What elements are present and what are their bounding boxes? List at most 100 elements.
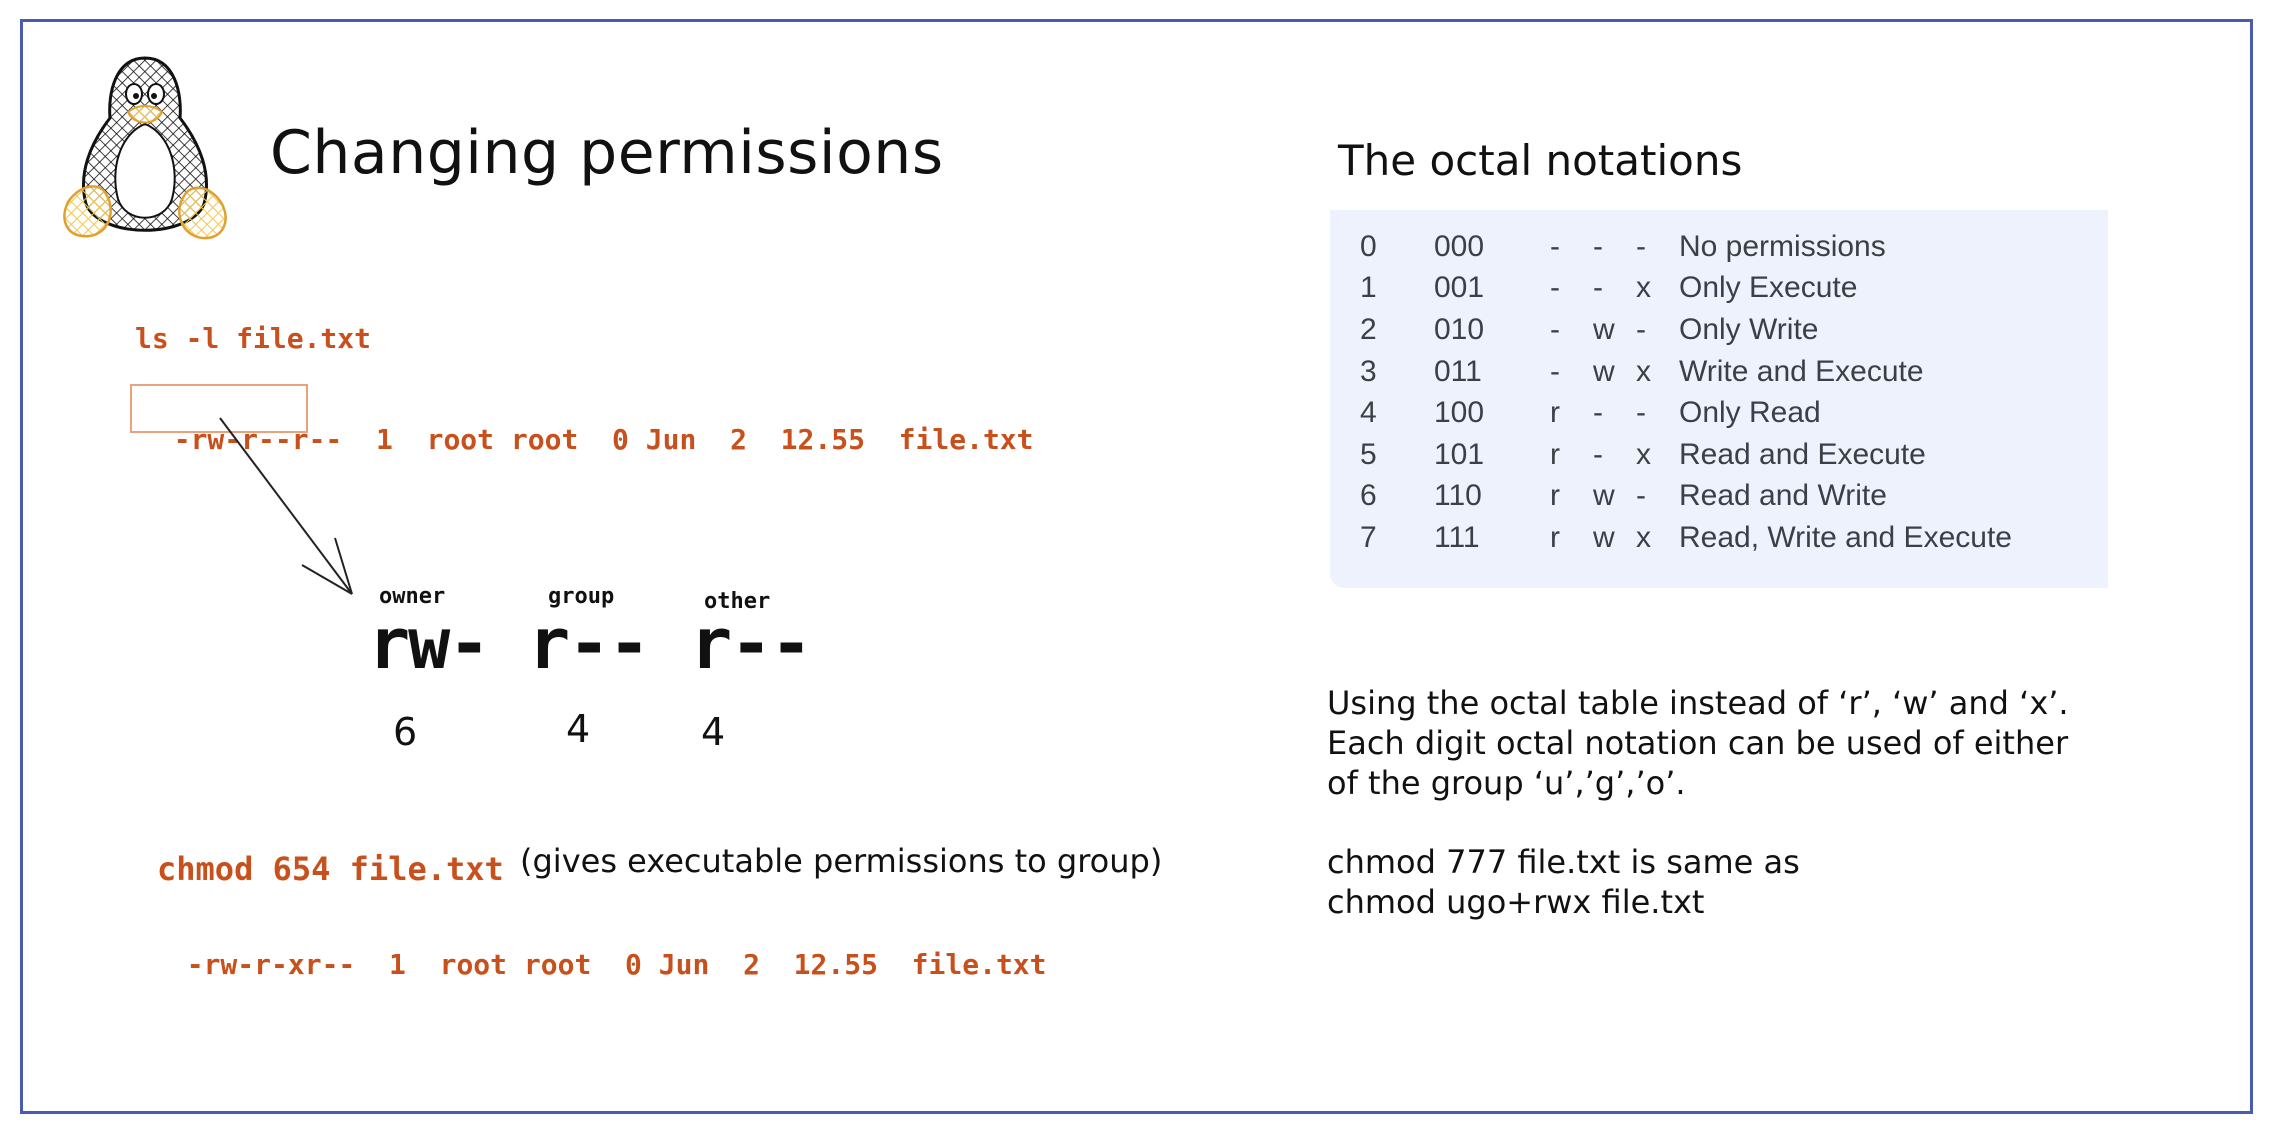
file-listing: -rw-r--r-- 1 root root 0 Jun 2 12.55 fil… xyxy=(140,390,1034,456)
other-permissions: r-- xyxy=(690,603,812,685)
octal-binary: 110 xyxy=(1434,479,1482,513)
equiv-line: chmod 777 file.txt is same as xyxy=(1327,843,1800,881)
listing-after-links: 1 xyxy=(389,948,406,981)
octal-digit: 4 xyxy=(1360,396,1377,430)
listing-after-group: root xyxy=(523,948,592,981)
perm-r: r xyxy=(1550,396,1560,430)
perm-w: w xyxy=(1593,479,1615,513)
other-label: other xyxy=(704,589,771,614)
perm-w: - xyxy=(1593,229,1603,263)
octal-binary: 100 xyxy=(1434,396,1485,430)
listing-after-owner: root xyxy=(439,948,508,981)
octal-title: The octal notations xyxy=(1338,136,1743,185)
note-line: Using the octal table instead of ‘r’, ‘w… xyxy=(1327,684,2069,722)
octal-binary: 111 xyxy=(1434,520,1480,554)
octal-binary: 101 xyxy=(1434,437,1485,471)
group-digit: 4 xyxy=(566,707,591,751)
octal-description: Read and Execute xyxy=(1679,437,1926,471)
octal-description: Write and Execute xyxy=(1679,354,1924,388)
listing-after-file: file.txt xyxy=(911,948,1047,981)
perm-x: x xyxy=(1636,271,1651,305)
listing-perms: -rw-r--r-- xyxy=(173,423,343,456)
perm-r: r xyxy=(1550,520,1560,554)
perm-r: r xyxy=(1550,437,1560,471)
perm-r: - xyxy=(1550,312,1560,346)
octal-note: Using the octal table instead of ‘r’, ‘w… xyxy=(1327,683,2069,803)
listing-links: 1 xyxy=(376,423,393,456)
octal-description: Read, Write and Execute xyxy=(1679,520,2012,554)
octal-binary: 011 xyxy=(1434,354,1482,388)
listing-month: Jun xyxy=(645,423,697,456)
owner-label: owner xyxy=(379,584,446,609)
perm-w: - xyxy=(1593,437,1603,471)
group-label: group xyxy=(548,584,615,609)
ls-command: ls -l file.txt xyxy=(135,322,372,355)
perm-x: - xyxy=(1636,229,1646,263)
perm-r: - xyxy=(1550,229,1560,263)
octal-digit: 2 xyxy=(1360,312,1377,346)
group-permissions: r-- xyxy=(528,603,650,685)
owner-permissions: rw- xyxy=(368,603,490,685)
octal-description: Only Execute xyxy=(1679,271,1858,305)
octal-row: 5 101 r-x Read and Execute xyxy=(1360,434,2012,476)
octal-digit: 3 xyxy=(1360,354,1377,388)
listing-day: 2 xyxy=(730,423,747,456)
octal-binary: 010 xyxy=(1434,312,1485,346)
octal-digit: 0 xyxy=(1360,229,1377,263)
tux-penguin-icon xyxy=(63,56,227,240)
listing-after-perms: -rw-r-xr-- xyxy=(186,948,356,981)
octal-digit: 6 xyxy=(1360,479,1377,513)
note-line: Each digit octal notation can be used of… xyxy=(1327,724,2069,762)
listing-after-time: 12.55 xyxy=(793,948,878,981)
perm-x: - xyxy=(1636,479,1646,513)
listing-time: 12.55 xyxy=(780,423,865,456)
perm-x: - xyxy=(1636,312,1646,346)
chmod-explanation: (gives executable permissions to group) xyxy=(520,842,1163,880)
octal-description: Read and Write xyxy=(1679,479,1887,513)
other-digit: 4 xyxy=(701,710,726,754)
octal-description: Only Write xyxy=(1679,312,1819,346)
octal-digit: 1 xyxy=(1360,271,1377,305)
perm-r: - xyxy=(1550,271,1560,305)
owner-digit: 6 xyxy=(393,710,418,754)
listing-after-size: 0 xyxy=(625,948,642,981)
perm-r: - xyxy=(1550,354,1560,388)
perm-r: r xyxy=(1550,479,1560,513)
octal-digit: 7 xyxy=(1360,520,1377,554)
equiv-line: chmod ugo+rwx file.txt xyxy=(1327,883,1705,921)
chmod-command: chmod 654 file.txt xyxy=(157,850,504,888)
listing-after-day: 2 xyxy=(743,948,760,981)
perm-w: w xyxy=(1593,354,1615,388)
perm-x: x xyxy=(1636,354,1651,388)
octal-binary: 000 xyxy=(1434,229,1485,263)
octal-binary: 001 xyxy=(1434,271,1485,305)
chmod-equivalence: chmod 777 file.txt is same as chmod ugo+… xyxy=(1327,842,1800,922)
perm-w: - xyxy=(1593,271,1603,305)
diagram-frame xyxy=(20,19,2253,1114)
perm-w: - xyxy=(1593,396,1603,430)
listing-after-month: Jun xyxy=(658,948,710,981)
perm-x: x xyxy=(1636,437,1651,471)
perm-x: x xyxy=(1636,520,1651,554)
listing-file: file.txt xyxy=(898,423,1034,456)
perm-w: w xyxy=(1593,312,1615,346)
listing-size: 0 xyxy=(612,423,629,456)
listing-owner: root xyxy=(426,423,495,456)
perm-w: w xyxy=(1593,520,1615,554)
octal-description: Only Read xyxy=(1679,396,1821,430)
octal-description: No permissions xyxy=(1679,229,1886,263)
octal-digit: 5 xyxy=(1360,437,1377,471)
note-line: of the group ‘u’,’g’,’o’. xyxy=(1327,764,1686,802)
permission-highlight-box xyxy=(130,384,308,433)
listing-group: root xyxy=(510,423,579,456)
page-title: Changing permissions xyxy=(270,118,944,188)
